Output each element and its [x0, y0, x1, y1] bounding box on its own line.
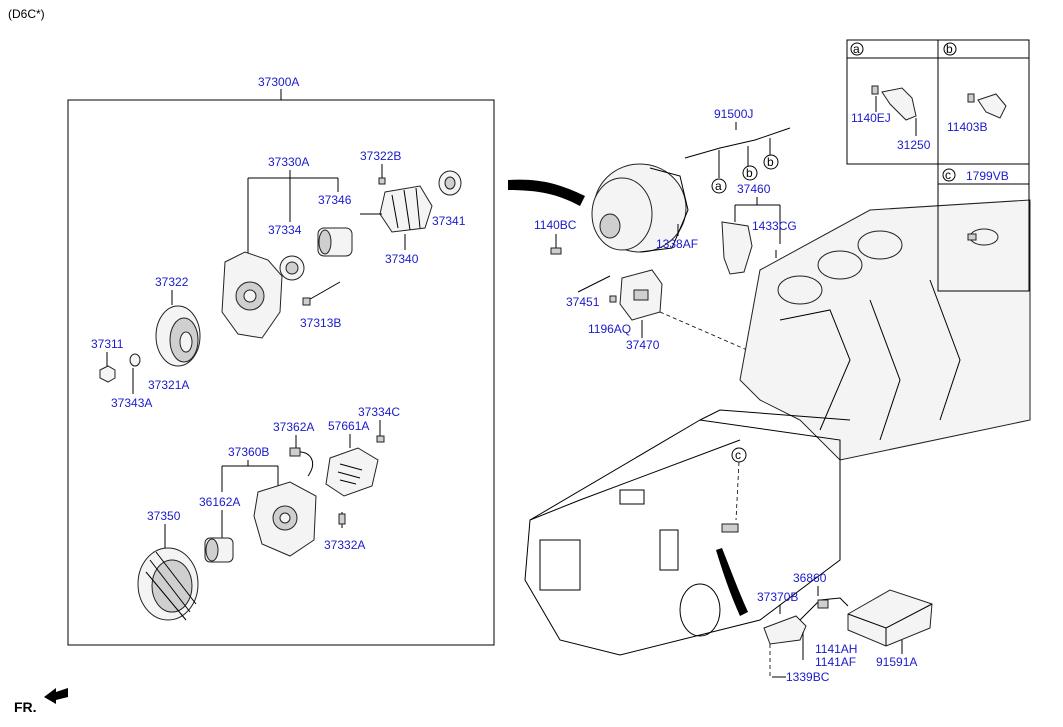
callout-b-1[interactable]: b: [746, 166, 753, 180]
callout-c[interactable]: c: [735, 448, 741, 462]
part-label-91591A[interactable]: 91591A: [876, 655, 917, 669]
part-label-37362A[interactable]: 37362A: [273, 420, 314, 434]
clip-11403B: [967, 93, 1007, 119]
part-label-37346[interactable]: 37346: [318, 193, 352, 207]
assembly-box: [67, 99, 495, 646]
drive-end-housing: [221, 251, 283, 339]
inset-b-letter: b: [946, 42, 953, 56]
bearing-37341: [438, 170, 462, 196]
battery-tray-91591A: [847, 589, 933, 647]
part-label-36162A[interactable]: 36162A: [199, 495, 240, 509]
washer-37343A: [129, 353, 141, 367]
part-label-37332A[interactable]: 37332A: [324, 538, 365, 552]
spacer-37346: [317, 227, 353, 257]
bearing-36162A: [204, 537, 234, 563]
model-code: (D6C*): [8, 7, 45, 21]
bolt-37332A: [338, 513, 346, 525]
callout-a[interactable]: a: [715, 179, 722, 193]
part-label-37322B[interactable]: 37322B: [360, 149, 401, 163]
part-label-1339BC[interactable]: 1339BC: [786, 670, 830, 684]
engine-block: [739, 199, 1031, 461]
front-arrow-icon: [44, 688, 68, 704]
bracket-37460: [721, 221, 753, 275]
part-label-1196AQ[interactable]: 1196AQ: [588, 322, 631, 336]
part-label-37460[interactable]: 37460: [737, 182, 771, 196]
part-label-1141AH[interactable]: 1141AH: [815, 642, 857, 656]
part-label-1141AF[interactable]: 1141AF: [815, 655, 856, 669]
part-label-37330A[interactable]: 37330A: [268, 155, 309, 169]
part-label-37311[interactable]: 37311: [91, 337, 124, 351]
brush-37362A: [289, 447, 301, 457]
bearing-37334: [279, 255, 305, 281]
rotor-37340: [360, 185, 433, 233]
cover-57661A: [325, 447, 379, 497]
part-label-1140BC[interactable]: 1140BC: [534, 218, 577, 232]
inset-b-part-11403B[interactable]: 11403B: [947, 120, 987, 134]
part-label-1338AF[interactable]: 1338AF: [656, 237, 698, 251]
inset-a-part-31250[interactable]: 31250: [897, 138, 931, 152]
pointer-arrow: [508, 179, 585, 206]
part-label-37470[interactable]: 37470: [626, 338, 660, 352]
part-label-37340[interactable]: 37340: [385, 252, 419, 266]
inset-a-letter: a: [853, 42, 860, 56]
part-label-37313B[interactable]: 37313B: [300, 316, 341, 330]
inset-c-part-1799VB[interactable]: 1799VB: [966, 169, 1009, 183]
part-label-36860[interactable]: 36860: [793, 571, 827, 585]
rear-housing-37360B: [253, 481, 317, 557]
alternator: [591, 163, 689, 253]
through-bolt-37313B: [302, 281, 341, 306]
part-label-37322[interactable]: 37322: [155, 275, 189, 289]
clip-1799VB: [967, 228, 999, 246]
part-label-91500J[interactable]: 91500J: [714, 107, 753, 121]
pulley-37322: [155, 305, 201, 367]
inset-c-letter: c: [945, 168, 951, 182]
part-label-37451[interactable]: 37451: [566, 295, 600, 309]
clip-31250: [871, 85, 917, 121]
part-label-1433CG[interactable]: 1433CG: [752, 219, 797, 233]
nut-37311: [99, 365, 116, 383]
part-label-37334[interactable]: 37334: [268, 223, 302, 237]
part-label-37350[interactable]: 37350: [147, 509, 181, 523]
pointer-arrow-2: [716, 548, 748, 616]
part-label-37360B[interactable]: 37360B: [228, 445, 269, 459]
bus-outline: [524, 409, 851, 656]
inset-panel: [846, 39, 1030, 292]
inset-a-part-1140EJ[interactable]: 1140EJ: [851, 111, 891, 125]
regulator-37470: [619, 269, 663, 321]
part-label-57661A[interactable]: 57661A: [328, 419, 369, 433]
part-label-37343A[interactable]: 37343A: [111, 396, 152, 410]
part-label-37370B[interactable]: 37370B: [757, 590, 798, 604]
stator-37350: [137, 547, 199, 621]
part-label-37321A[interactable]: 37321A: [148, 378, 189, 392]
part-label-37334C[interactable]: 37334C: [358, 405, 400, 419]
sensor-36860: [799, 597, 849, 621]
front-direction-label: FR.: [14, 699, 37, 715]
part-label-37300A[interactable]: 37300A: [258, 75, 299, 89]
part-label-37341[interactable]: 37341: [432, 214, 466, 228]
wiring-harness-91500J: [684, 127, 791, 159]
callout-b-2[interactable]: b: [767, 155, 774, 169]
sensor-37370B: [763, 615, 807, 645]
